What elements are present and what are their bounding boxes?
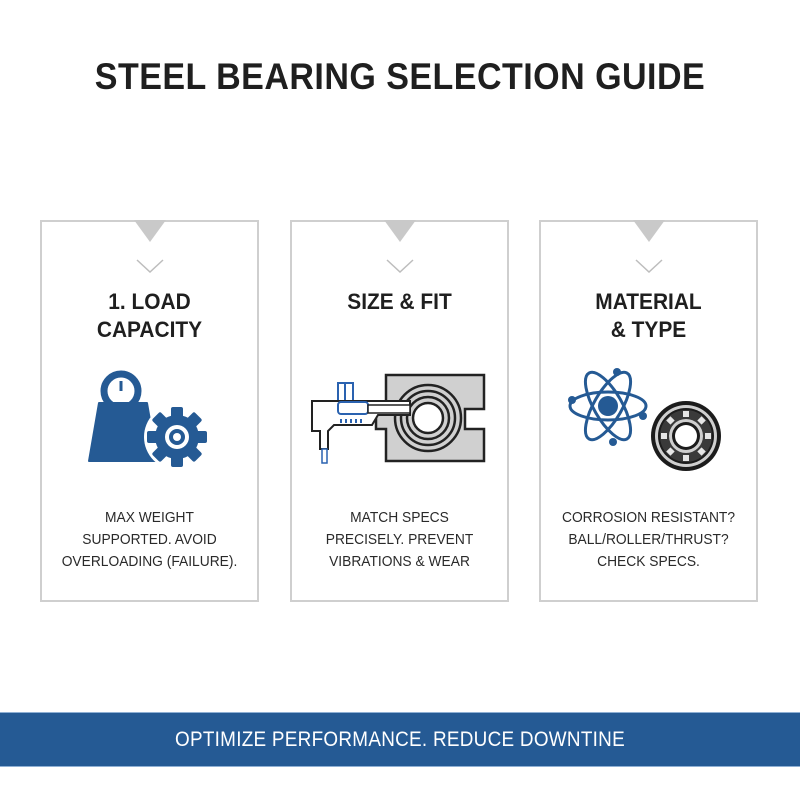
- card-size-fit: SIZE & FIT MATCH SPECS PRECISELY. PREVEN…: [290, 220, 509, 602]
- notch-marker: [133, 220, 166, 242]
- chevron-down-icon: [385, 259, 414, 273]
- chevron-down-icon: [135, 259, 164, 273]
- page-title: STEEL BEARING SELECTION GUIDE: [94, 56, 706, 97]
- card-description: MAX WEIGHT SUPPORTED. AVOID OVERLOADING …: [61, 509, 238, 570]
- footer-banner: OPTIMIZE PERFORMANCE. REDUCE DOWNTINE: [0, 712, 800, 767]
- card-load-capacity: 1. LOAD CAPACITY MAX WEIGH: [40, 220, 259, 602]
- card-description: CORROSION RESISTANT? BALL/ROLLER/THRUST?…: [561, 509, 736, 570]
- notch-marker: [632, 220, 665, 242]
- atom-bearing-icon: [541, 364, 756, 474]
- card-title: 1. LOAD CAPACITY: [96, 289, 203, 342]
- card-title: MATERIAL & TYPE: [595, 289, 702, 342]
- notch-marker: [383, 220, 416, 242]
- weight-gear-icon: [42, 364, 257, 474]
- card-description: MATCH SPECS PRECISELY. PREVENT VIBRATION…: [325, 509, 474, 570]
- card-material-type: MATERIAL & TYPE: [539, 220, 758, 602]
- card-title: SIZE & FIT: [347, 289, 452, 314]
- chevron-down-icon: [634, 259, 663, 273]
- caliper-housing-icon: [292, 364, 507, 474]
- banner-text: OPTIMIZE PERFORMANCE. REDUCE DOWNTINE: [175, 727, 625, 751]
